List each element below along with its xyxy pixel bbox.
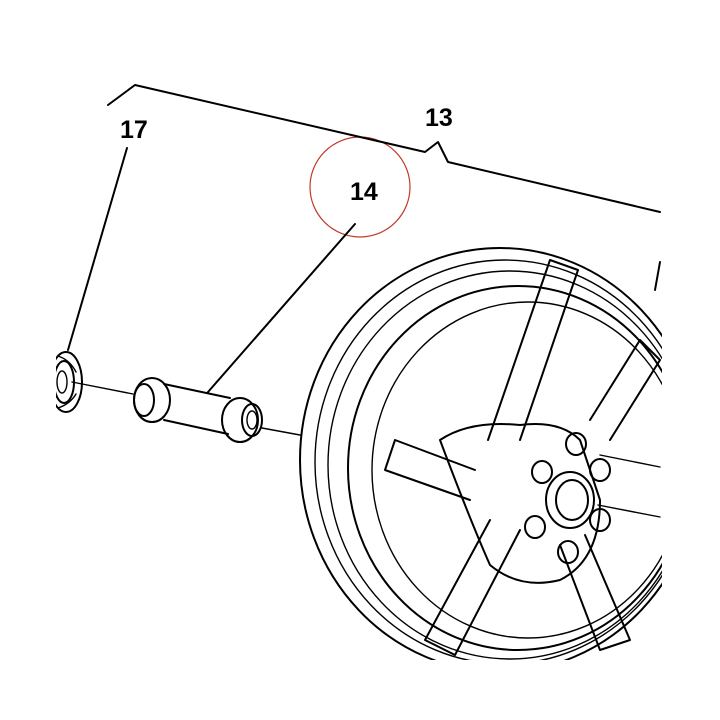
- part-14-spacer: [133, 377, 263, 443]
- bracket-13: [107, 84, 661, 291]
- callout-14: 14: [350, 178, 378, 206]
- leader-line-17: [67, 147, 128, 351]
- leader-line-14: [207, 223, 356, 393]
- hub-bolt-holes: [524, 432, 611, 564]
- callout-17: 17: [120, 116, 148, 144]
- hub-center-bore: [545, 471, 595, 529]
- callout-13: 13: [425, 104, 453, 132]
- axle-centerline: [71, 381, 301, 436]
- part-13-wheel: [299, 247, 701, 673]
